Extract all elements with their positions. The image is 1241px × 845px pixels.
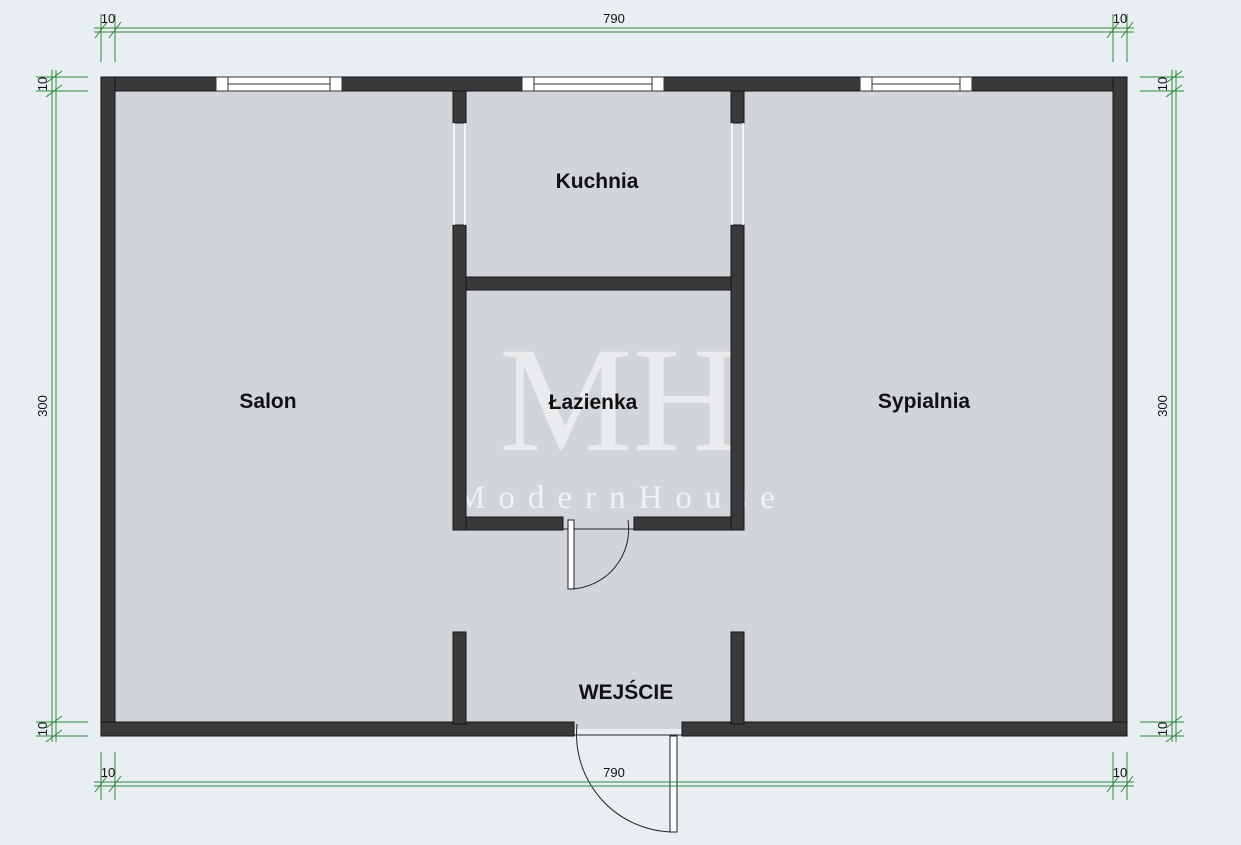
dimension-labels: 790 10 10 790 10 10 300 10 10 300 10 10 xyxy=(35,11,1170,780)
entrance-door xyxy=(574,723,682,833)
room-labels: Salon Kuchnia Łazienka Sypialnia WEJŚCIE xyxy=(239,170,970,704)
wall-kitchen-bath xyxy=(465,276,732,291)
dimensions xyxy=(36,14,1184,800)
wall-int-right-mid xyxy=(730,224,745,531)
wall-bath-bottom-2 xyxy=(633,516,732,531)
room-label-kuchnia: Kuchnia xyxy=(556,170,639,193)
room-label-salon: Salon xyxy=(239,390,296,413)
wall-int-left-low xyxy=(452,631,467,725)
dim-right-total: 300 xyxy=(1155,395,1170,417)
room-label-sypialnia: Sypialnia xyxy=(878,390,971,413)
wall-bottom-2 xyxy=(681,721,1128,737)
wall-bottom-1 xyxy=(100,721,575,737)
wall-bath-bottom-1 xyxy=(465,516,564,531)
kitchen-openings xyxy=(453,123,744,225)
dim-bottom-left-wall: 10 xyxy=(101,765,115,780)
dim-top-right-wall: 10 xyxy=(1113,11,1127,26)
wall-int-left-mid xyxy=(452,224,467,531)
dim-left-top-wall: 10 xyxy=(35,77,50,91)
room-label-lazienka: Łazienka xyxy=(549,391,638,414)
wall-top-4 xyxy=(971,76,1128,92)
dim-top-total: 790 xyxy=(603,11,625,26)
window-salon xyxy=(215,76,343,92)
wall-left xyxy=(100,76,116,737)
dim-right-top-wall: 10 xyxy=(1155,77,1170,91)
window-kitchen xyxy=(521,76,665,92)
watermark-logo: MH xyxy=(499,317,741,483)
watermark: MH ModernHouse xyxy=(456,317,788,516)
dim-top-left-wall: 10 xyxy=(101,11,115,26)
dim-left-bottom-wall: 10 xyxy=(35,722,50,736)
walls xyxy=(100,76,1128,737)
wall-top-3 xyxy=(663,76,861,92)
watermark-name: ModernHouse xyxy=(456,480,788,516)
bathroom-door xyxy=(563,519,634,590)
windows xyxy=(215,76,973,92)
dim-bottom-right-wall: 10 xyxy=(1113,765,1127,780)
dim-bottom-total: 790 xyxy=(603,765,625,780)
room-label-wejscie: WEJŚCIE xyxy=(579,680,674,704)
dim-left-total: 300 xyxy=(35,395,50,417)
wall-int-left-top xyxy=(452,90,467,124)
wall-int-right-low xyxy=(730,631,745,725)
dim-right-bottom-wall: 10 xyxy=(1155,722,1170,736)
wall-right xyxy=(1112,76,1128,737)
wall-top-2 xyxy=(341,76,523,92)
floor-area xyxy=(108,84,1120,729)
wall-top-1 xyxy=(100,76,217,92)
window-bedroom xyxy=(859,76,973,92)
wall-int-right-top xyxy=(730,90,745,124)
